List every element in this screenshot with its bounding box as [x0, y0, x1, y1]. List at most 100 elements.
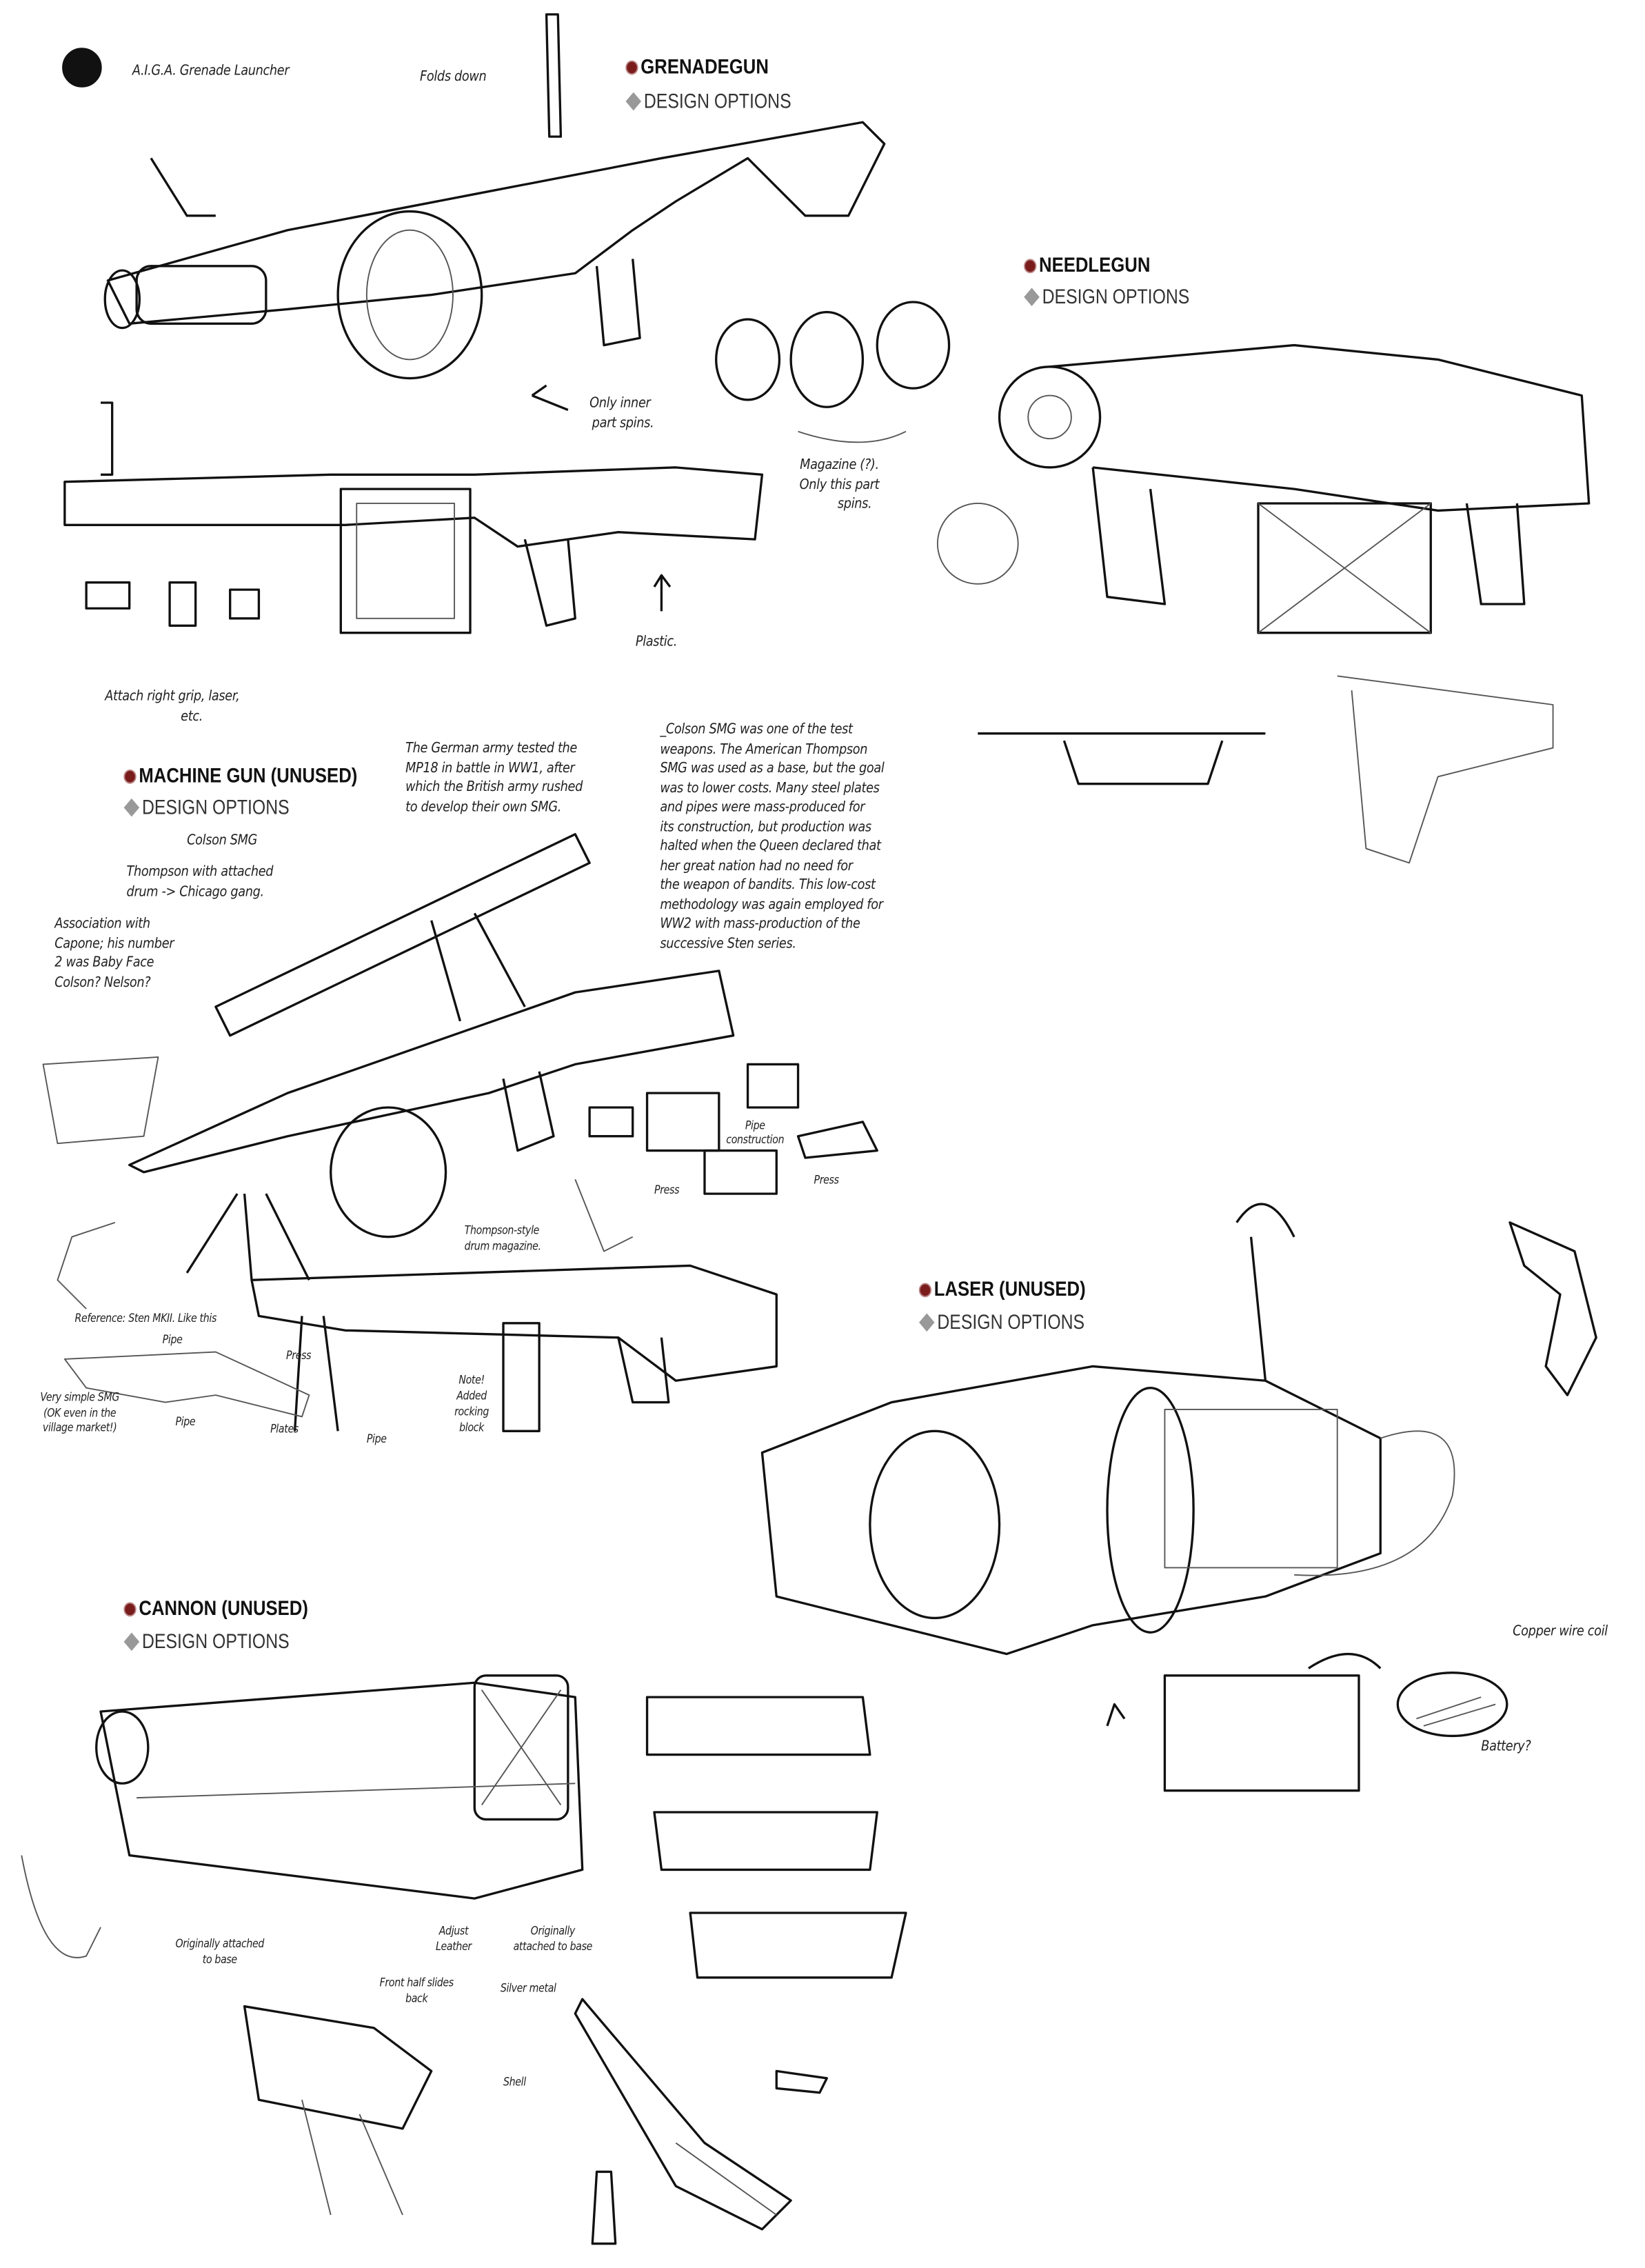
line: halted when the Queen declared that — [660, 838, 881, 854]
line: and pipes were mass-produced for — [660, 799, 865, 816]
section-title-needlegun: NEEDLEGUN — [1024, 253, 1150, 276]
diamond-icon — [123, 1632, 140, 1652]
line: Front half slides — [379, 1976, 454, 1989]
note-pipe-a: Pipe — [162, 1333, 183, 1347]
line: drum -> Chicago gang. — [126, 883, 265, 900]
note-pipe-b: Pipe — [175, 1415, 196, 1429]
note-press-1: Press — [654, 1183, 680, 1197]
title-text: CANNON (UNUSED) — [139, 1596, 308, 1620]
line: SMG was used as a base, but the goal — [660, 761, 885, 777]
subtitle-text: DESIGN OPTIONS — [643, 89, 791, 112]
line: Colson? Nelson? — [54, 974, 151, 991]
section-title-cannon: CANNON (UNUSED) — [123, 1596, 308, 1619]
line: Only this part — [799, 476, 880, 493]
line: MP18 in battle in WW1, after — [405, 760, 575, 776]
page-title: A.I.G.A. Grenade Launcher — [132, 63, 290, 79]
title-text: GRENADEGUN — [640, 54, 769, 78]
line: weapons. The American Thompson — [660, 741, 868, 758]
line: its construction, but production was — [660, 819, 871, 835]
colson-smg-sketches — [42, 833, 878, 1432]
note-colson-smg: Colson SMG — [187, 832, 257, 849]
line: back — [405, 1991, 428, 2005]
note-press-2: Press — [814, 1173, 839, 1187]
line: methodology was again employed for — [660, 896, 883, 913]
note-folds-down: Folds down — [420, 69, 487, 86]
line: part spins. — [592, 414, 654, 431]
diamond-icon — [123, 798, 140, 817]
subtitle-text: DESIGN OPTIONS — [937, 1310, 1085, 1334]
title-text: MACHINE GUN (UNUSED) — [139, 763, 358, 787]
line: Thompson-style — [464, 1223, 540, 1237]
line: Thompson with attached — [126, 864, 274, 881]
line: Attach right grip, laser, — [105, 689, 240, 705]
black-dot-marker — [62, 48, 102, 88]
line: attached to base — [513, 1940, 593, 1954]
design-options-laser: DESIGN OPTIONS — [919, 1310, 1084, 1333]
line: to develop their own SMG. — [405, 799, 562, 815]
red-dot-icon — [918, 1283, 932, 1298]
line: Magazine (?). — [800, 457, 879, 474]
line: WW2 with mass-production of the — [660, 916, 860, 932]
section-title-laser: LASER (UNUSED) — [918, 1277, 1086, 1301]
red-dot-icon — [123, 1602, 137, 1617]
line: Capone; his number — [54, 935, 174, 952]
line: construction — [726, 1133, 785, 1147]
note-silver-metal: Silver metal — [500, 1982, 556, 1995]
note-colson-paragraph: _Colson SMG was one of the test weapons. … — [660, 721, 885, 954]
note-press-3: Press — [286, 1349, 312, 1363]
grenade-launcher-sketch-side — [63, 401, 764, 634]
line: the weapon of bandits. This low-cost — [660, 877, 876, 894]
section-title-machinegun: MACHINE GUN (UNUSED) — [123, 764, 357, 787]
design-options-grenadegun: DESIGN OPTIONS — [625, 89, 791, 112]
line: etc. — [181, 708, 203, 725]
note-shell: Shell — [503, 2075, 526, 2089]
line: village market!) — [42, 1421, 117, 1434]
title-text: NEEDLEGUN — [1039, 253, 1151, 277]
line: Originally attached — [175, 1937, 265, 1951]
laser-sketch — [760, 1203, 1597, 1792]
line: (OK even in the — [43, 1405, 117, 1419]
cannon-sketch — [21, 1674, 907, 2245]
line: which the British army rushed — [405, 779, 583, 796]
red-dot-icon — [1024, 259, 1037, 274]
red-dot-icon — [123, 769, 137, 784]
line: Very simple SMG — [40, 1390, 119, 1404]
line: Note! — [458, 1373, 485, 1387]
needlegun-sketch — [936, 343, 1591, 864]
line: Leather — [435, 1940, 472, 1954]
red-dot-icon — [625, 60, 638, 75]
line: _Colson SMG was one of the test — [660, 722, 853, 738]
line: 2 was Baby Face — [54, 954, 154, 971]
line: Pipe — [745, 1118, 765, 1132]
note-thompson: Thompson with attached drum -> Chicago ga… — [127, 863, 274, 901]
line: Added — [456, 1389, 487, 1403]
note-reference: Reference: Sten MKII. Like this — [74, 1312, 216, 1325]
note-plates: Plates — [270, 1422, 299, 1436]
subtitle-text: DESIGN OPTIONS — [141, 795, 290, 819]
title-text: LASER (UNUSED) — [933, 1277, 1086, 1301]
note-plastic: Plastic. — [635, 634, 678, 650]
note-originally-attached-2: Originally attached to base — [513, 1923, 593, 1955]
pointer-arrows — [531, 384, 1382, 1727]
note-front-half-slides: Front half slides back — [380, 1975, 454, 2007]
grenade-launcher-sketch-angled — [103, 13, 886, 380]
line: was to lower costs. Many steel plates — [660, 780, 880, 796]
design-options-machinegun: DESIGN OPTIONS — [123, 795, 290, 819]
note-very-simple-smg: Very simple SMG(OK even in the village ma… — [40, 1391, 119, 1436]
line: Originally — [530, 1924, 576, 1938]
design-options-cannon: DESIGN OPTIONS — [123, 1629, 290, 1652]
line: Association with — [54, 916, 150, 932]
diamond-icon — [1024, 288, 1040, 306]
note-attach: Attach right grip, laser, etc. — [105, 688, 240, 726]
subtitle-text: DESIGN OPTIONS — [1042, 284, 1190, 308]
